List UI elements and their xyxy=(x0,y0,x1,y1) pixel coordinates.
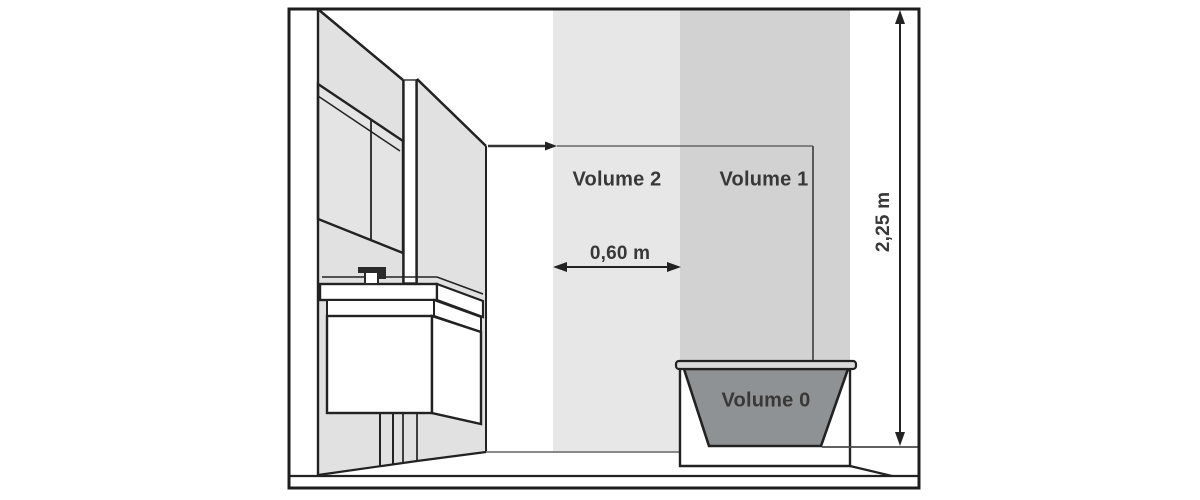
label-volume-0: Volume 0 xyxy=(721,389,811,412)
volume1-band xyxy=(680,10,850,363)
label-width-dimension: 0,60 m xyxy=(589,243,651,264)
tub-step-edge xyxy=(849,464,893,478)
wall-top-edges xyxy=(318,9,487,147)
vanity-trim-front xyxy=(326,299,435,317)
vanity-cabinet-front xyxy=(325,314,434,415)
room-outline xyxy=(287,7,921,490)
tub-enclosure-outline xyxy=(678,366,852,468)
mirror-frame-line xyxy=(317,95,401,152)
vanity-cabinet-side xyxy=(430,314,483,426)
drain-pipe xyxy=(379,413,394,466)
counter-side xyxy=(435,282,485,319)
volume2-band xyxy=(553,10,680,452)
label-height-dimension: 2,25 m xyxy=(873,191,894,253)
tub-rim xyxy=(674,359,858,371)
label-volume-2: Volume 2 xyxy=(572,168,662,191)
counter-front xyxy=(318,282,439,302)
wall-gap-strip xyxy=(403,79,417,284)
width-dimension-arrow-icon xyxy=(553,262,681,272)
height-dimension-arrow-icon xyxy=(895,10,905,446)
faucet-icon xyxy=(358,267,386,285)
wall-base-line xyxy=(317,450,487,477)
label-volume-1: Volume 1 xyxy=(719,168,809,191)
counter-back-edge xyxy=(322,276,484,295)
ceiling-arrowhead-icon xyxy=(545,141,557,151)
